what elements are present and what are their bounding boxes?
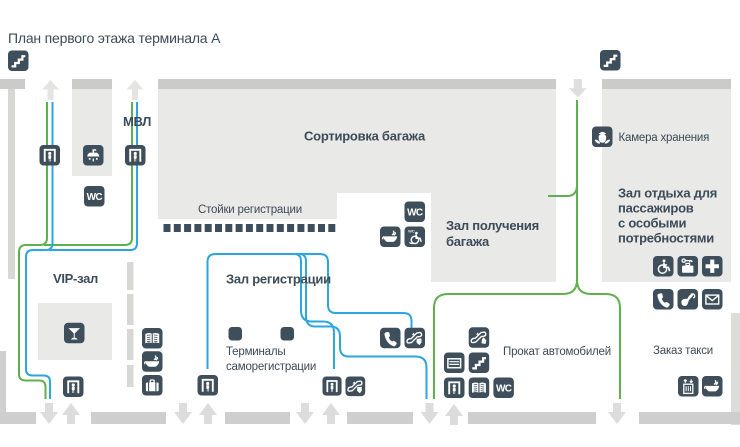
svg-text:пассажиров: пассажиров [618, 201, 694, 216]
svg-text:Прокат автомобилей: Прокат автомобилей [503, 346, 611, 358]
svg-text:Зал получения: Зал получения [446, 218, 539, 233]
svg-text:План первого этажа терминала А: План первого этажа терминала А [8, 30, 221, 46]
svg-text:багажа: багажа [446, 234, 490, 249]
svg-text:Стойки регистрации: Стойки регистрации [198, 204, 302, 216]
svg-text:VIP-зал: VIP-зал [53, 271, 98, 286]
svg-text:Камера хранения: Камера хранения [619, 132, 710, 144]
svg-text:Терминалы: Терминалы [226, 346, 285, 358]
svg-text:саморегистрации: саморегистрации [226, 361, 316, 373]
svg-text:МВЛ: МВЛ [123, 114, 151, 129]
svg-text:с особыми: с особыми [618, 216, 687, 231]
svg-text:Зал регистрации: Зал регистрации [226, 272, 331, 287]
svg-text:Сортировка багажа: Сортировка багажа [304, 129, 426, 144]
svg-text:Зал отдыха для: Зал отдыха для [618, 186, 717, 201]
svg-text:Заказ такси: Заказ такси [653, 345, 713, 357]
svg-text:потребностями: потребностями [618, 231, 714, 246]
